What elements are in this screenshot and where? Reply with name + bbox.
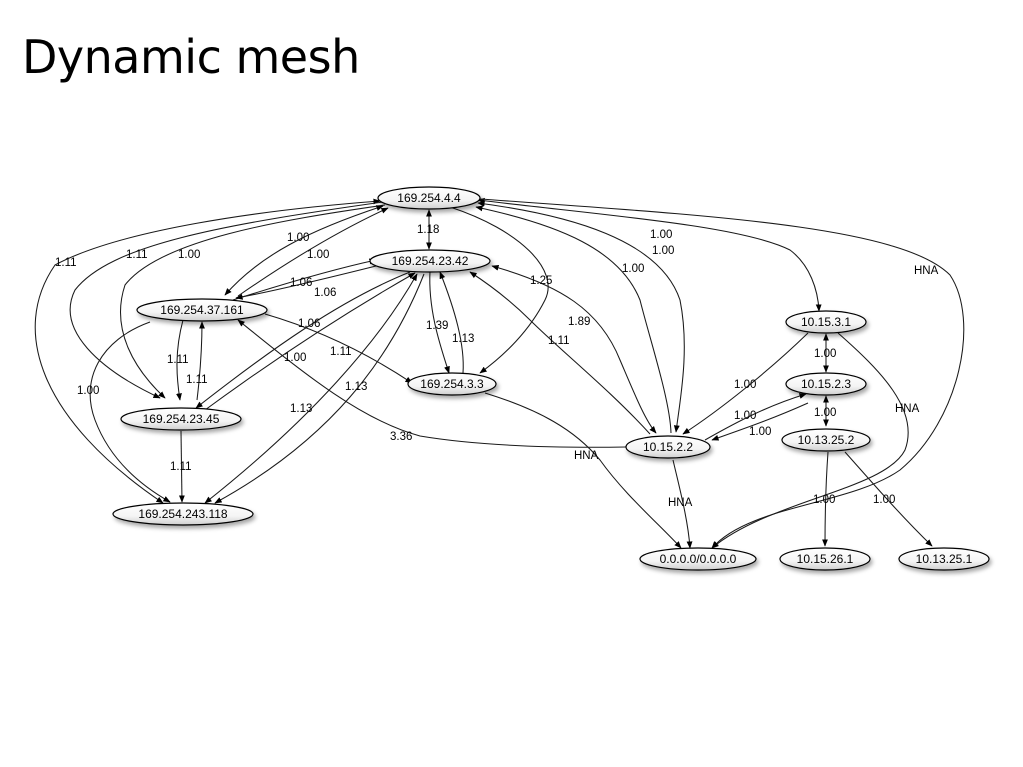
edge-n3-n6 bbox=[89, 321, 171, 503]
edge-n3-n5-a bbox=[176, 319, 184, 401]
edge-label: HNA bbox=[574, 450, 599, 462]
node-label: 10.15.3.1 bbox=[801, 315, 851, 329]
edge-label: HNA bbox=[914, 265, 939, 277]
edge-label: 1.00 bbox=[650, 229, 672, 241]
edge-label: 1.00 bbox=[814, 348, 836, 360]
edge-label: 1.06 bbox=[298, 318, 320, 330]
edge-label: 1.06 bbox=[314, 287, 336, 299]
edge-label: HNA bbox=[895, 403, 920, 415]
edge-n9-n7-b bbox=[711, 402, 809, 441]
node-label: 169.254.3.3 bbox=[420, 377, 484, 391]
edge-label: 1.00 bbox=[873, 494, 895, 506]
edge-label: 1.89 bbox=[568, 316, 590, 328]
node-0-0-0-0 bbox=[639, 547, 757, 571]
edge-n1-n4 bbox=[449, 206, 549, 374]
node-10-15-2-3 bbox=[785, 372, 867, 396]
edge-label: 1.25 bbox=[530, 275, 552, 287]
node-10-13-25-1 bbox=[898, 547, 990, 571]
edge-label: 1.00 bbox=[652, 245, 674, 257]
edge-label: 1.13 bbox=[452, 333, 474, 345]
edge-n2-n5-a bbox=[195, 271, 411, 409]
node-label: 169.254.243.118 bbox=[138, 507, 228, 521]
edge-label: 1.11 bbox=[167, 354, 189, 366]
edge-label: 1.11 bbox=[126, 249, 148, 261]
edge-n2-n7-a bbox=[491, 264, 657, 434]
edge-n7-n2-b bbox=[469, 271, 651, 435]
node-10-15-3-1 bbox=[785, 310, 867, 334]
node-10-15-26-1 bbox=[779, 547, 871, 571]
node-label: 169.254.37.161 bbox=[160, 303, 244, 317]
edges bbox=[34, 197, 965, 549]
edge-labels: 1.11 1.11 1.00 1.00 1.00 1.18 1.06 1.06 … bbox=[55, 224, 939, 509]
edge-n5-n3-b bbox=[196, 321, 205, 401]
node-label: 10.15.26.1 bbox=[797, 552, 854, 566]
node-label: 10.13.25.2 bbox=[798, 433, 855, 447]
nodes: 169.254.4.4 169.254.23.42 169.254.37.161… bbox=[112, 186, 990, 571]
node-169-254-37-161 bbox=[136, 298, 268, 322]
edge-label: 1.11 bbox=[55, 257, 77, 269]
node-169-254-243-118 bbox=[112, 502, 254, 526]
edge-n10-n12 bbox=[822, 451, 829, 547]
node-10-15-2-2 bbox=[625, 435, 711, 459]
node-label: 169.254.23.45 bbox=[143, 412, 220, 426]
edge-label: 1.11 bbox=[170, 461, 192, 473]
node-label: 0.0.0.0/0.0.0.0 bbox=[660, 552, 737, 566]
edge-label: 1.06 bbox=[290, 277, 312, 289]
node-169-254-3-3 bbox=[407, 372, 497, 396]
edge-label: 1.00 bbox=[284, 352, 306, 364]
edge-label: 3.36 bbox=[390, 431, 412, 443]
edge-n1-n6-outer bbox=[34, 198, 381, 504]
node-169-254-23-45 bbox=[120, 407, 242, 431]
edge-n1-n8 bbox=[477, 197, 822, 312]
node-label: 169.254.4.4 bbox=[397, 191, 461, 205]
edge-n2-n4-a bbox=[429, 270, 450, 374]
edge-n8-n7 bbox=[682, 332, 809, 435]
edge-label: 1.00 bbox=[813, 494, 835, 506]
edge-label: 1.00 bbox=[77, 385, 99, 397]
node-169-254-4-4 bbox=[377, 186, 481, 210]
edge-label: 1.00 bbox=[814, 407, 836, 419]
edge-label: 1.39 bbox=[426, 320, 448, 332]
edge-label: 1.13 bbox=[345, 381, 367, 393]
edge-n5-n2-b bbox=[204, 272, 416, 411]
edge-n2-n6-b bbox=[214, 273, 425, 504]
node-169-254-23-42 bbox=[369, 249, 491, 273]
edge-n3-n7 bbox=[237, 319, 627, 448]
edge-label: 1.00 bbox=[178, 249, 200, 261]
edge-n2-n6-a bbox=[204, 273, 418, 504]
edge-label: 1.18 bbox=[417, 224, 439, 236]
edge-label: 1.11 bbox=[330, 346, 352, 358]
edge-label: 1.00 bbox=[622, 263, 644, 275]
edge-n5-n6 bbox=[178, 430, 185, 503]
edge-n8-n11 bbox=[711, 332, 909, 549]
edge-label: 1.00 bbox=[287, 232, 309, 244]
node-label: 10.13.25.1 bbox=[916, 552, 973, 566]
edge-label: 1.00 bbox=[307, 249, 329, 261]
edge-n1-n11 bbox=[479, 198, 965, 549]
node-10-13-25-2 bbox=[781, 428, 871, 452]
edge-n7-n9-a bbox=[704, 393, 807, 441]
edge-label: 1.13 bbox=[290, 403, 312, 415]
edge-label: 1.11 bbox=[548, 335, 570, 347]
edge-n4-n11 bbox=[484, 392, 682, 549]
edge-label: 1.00 bbox=[734, 410, 756, 422]
edge-n7-n11 bbox=[672, 459, 693, 549]
slide-title: Dynamic mesh bbox=[22, 30, 360, 84]
node-label: 10.15.2.3 bbox=[801, 377, 851, 391]
edge-label: 1.00 bbox=[734, 379, 756, 391]
node-label: 10.15.2.2 bbox=[643, 440, 693, 454]
edge-n10-n13 bbox=[844, 451, 933, 547]
edge-label: HNA bbox=[668, 497, 693, 509]
edge-label: 1.11 bbox=[186, 374, 208, 386]
node-label: 169.254.23.42 bbox=[392, 254, 469, 268]
edge-n2-n4-b bbox=[439, 271, 464, 374]
edge-label: 1.00 bbox=[749, 426, 771, 438]
